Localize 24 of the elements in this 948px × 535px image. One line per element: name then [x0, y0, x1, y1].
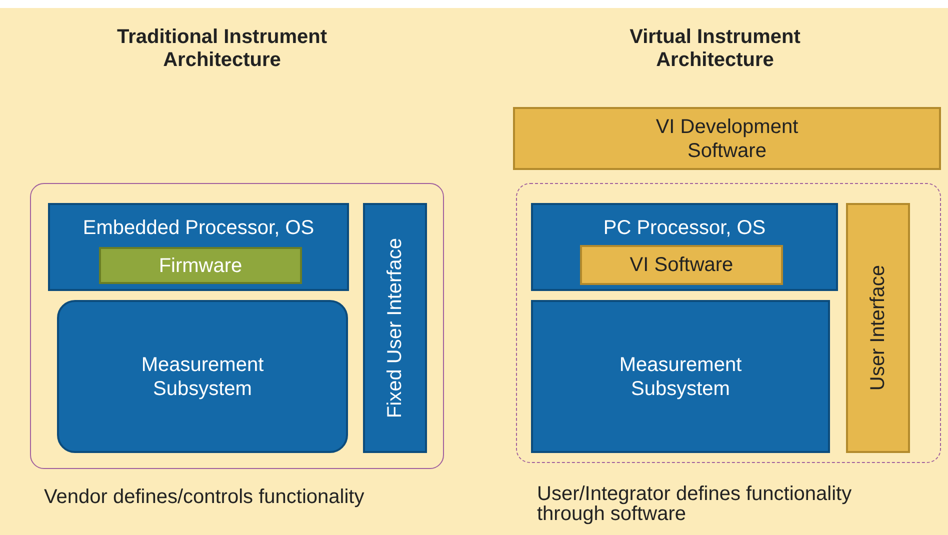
block-label: Fixed User Interface [383, 238, 407, 418]
subsystem-block [531, 300, 830, 453]
block-label: VI Development Software [654, 114, 800, 162]
block-label: Firmware [158, 254, 242, 278]
outline-frame [30, 183, 444, 469]
software-block [513, 107, 941, 170]
column-caption: Vendor defines/controls functionality [44, 486, 366, 509]
block-label: Measurement Subsystem [618, 352, 743, 400]
block-label: VI Software [630, 253, 734, 277]
interface-block [846, 203, 910, 453]
block-label: Measurement Subsystem [140, 352, 265, 400]
processor-block [48, 203, 349, 291]
subsystem-block [57, 300, 348, 453]
outline-frame [516, 183, 941, 463]
block-label: Embedded Processor, OS [82, 216, 314, 240]
column-heading: Virtual Instrument Architecture [628, 26, 802, 72]
software-block [580, 245, 783, 285]
interface-block [363, 203, 427, 453]
column-heading: Traditional Instrument Architecture [116, 26, 328, 72]
processor-block [531, 203, 838, 291]
column-caption: User/Integrator defines functionality through software [537, 484, 853, 524]
block-label: User Interface [866, 265, 890, 391]
block-label: PC Processor, OS [603, 216, 766, 240]
firmware-block [99, 247, 302, 284]
